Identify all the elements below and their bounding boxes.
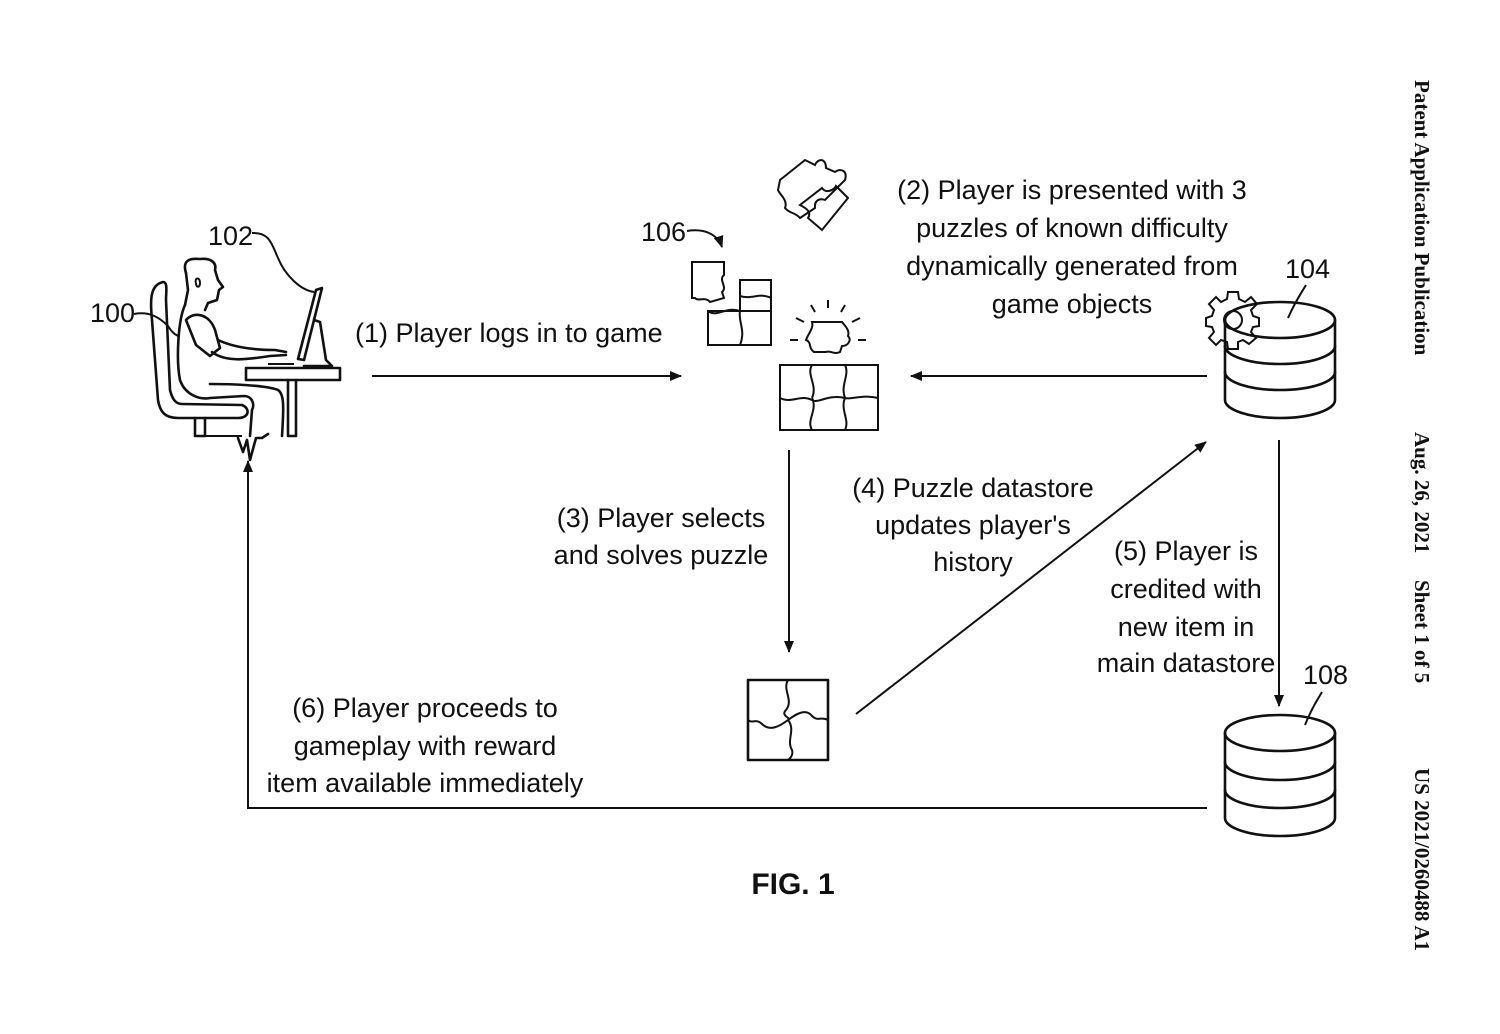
- step-6-line: (6) Player proceeds to: [292, 693, 558, 723]
- step-4-label: (4) Puzzle datastore updates player's hi…: [852, 473, 1094, 577]
- person-at-computer-icon: [133, 231, 342, 462]
- step-5-line: (5) Player is: [1114, 536, 1258, 566]
- step-5-label: (5) Player is credited with new item in …: [1097, 536, 1276, 678]
- ref-106-arrow: [686, 229, 724, 248]
- arrow-proceed-gameplay: [243, 460, 1207, 809]
- database-with-gear-icon: [1205, 291, 1337, 420]
- publication-type: Patent Application Publication: [1410, 80, 1434, 356]
- step-1-label: (1) Player logs in to game: [355, 318, 663, 348]
- step-4-line: history: [933, 547, 1013, 577]
- puzzle-pieces-icon: [691, 158, 879, 431]
- patent-header: Patent Application Publication Aug. 26, …: [1400, 80, 1440, 980]
- ref-100-label: 100: [90, 298, 135, 328]
- ref-108-leader: [1304, 691, 1323, 726]
- ref-102-label: 102: [208, 221, 253, 251]
- step-4-line: (4) Puzzle datastore: [852, 473, 1094, 503]
- step-2-line: game objects: [992, 289, 1153, 319]
- step-6-line: gameplay with reward: [294, 731, 557, 761]
- step-5-line: main datastore: [1097, 648, 1276, 678]
- sheet-number: Sheet 1 of 5: [1410, 580, 1434, 684]
- step-3-line: (3) Player selects: [557, 503, 766, 533]
- step-1-line: (1) Player logs in to game: [355, 318, 663, 348]
- publication-number: US 2021/0260488 A1: [1410, 768, 1434, 952]
- step-2-line: (2) Player is presented with 3: [897, 175, 1247, 205]
- ref-108-label: 108: [1303, 660, 1348, 690]
- step-3-line: and solves puzzle: [554, 540, 769, 570]
- step-3-label: (3) Player selects and solves puzzle: [554, 503, 769, 570]
- ref-106-label: 106: [641, 217, 686, 247]
- arrow-update-history: [855, 441, 1207, 715]
- ref-104-leader: [1287, 284, 1307, 319]
- step-2-label: (2) Player is presented with 3 puzzles o…: [897, 175, 1247, 319]
- publication-date: Aug. 26, 2021: [1410, 432, 1434, 554]
- database-icon: [1223, 713, 1337, 838]
- step-6-label: (6) Player proceeds to gameplay with rew…: [267, 693, 584, 798]
- step-2-line: dynamically generated from: [906, 251, 1238, 281]
- solved-puzzle-icon: [746, 678, 830, 762]
- step-6-line: item available immediately: [267, 768, 584, 798]
- figure-caption: FIG. 1: [751, 868, 834, 901]
- step-4-line: updates player's: [875, 510, 1071, 540]
- step-5-line: new item in: [1118, 612, 1255, 642]
- ref-104-label: 104: [1285, 254, 1330, 284]
- step-5-line: credited with: [1110, 574, 1262, 604]
- step-2-line: puzzles of known difficulty: [916, 213, 1228, 243]
